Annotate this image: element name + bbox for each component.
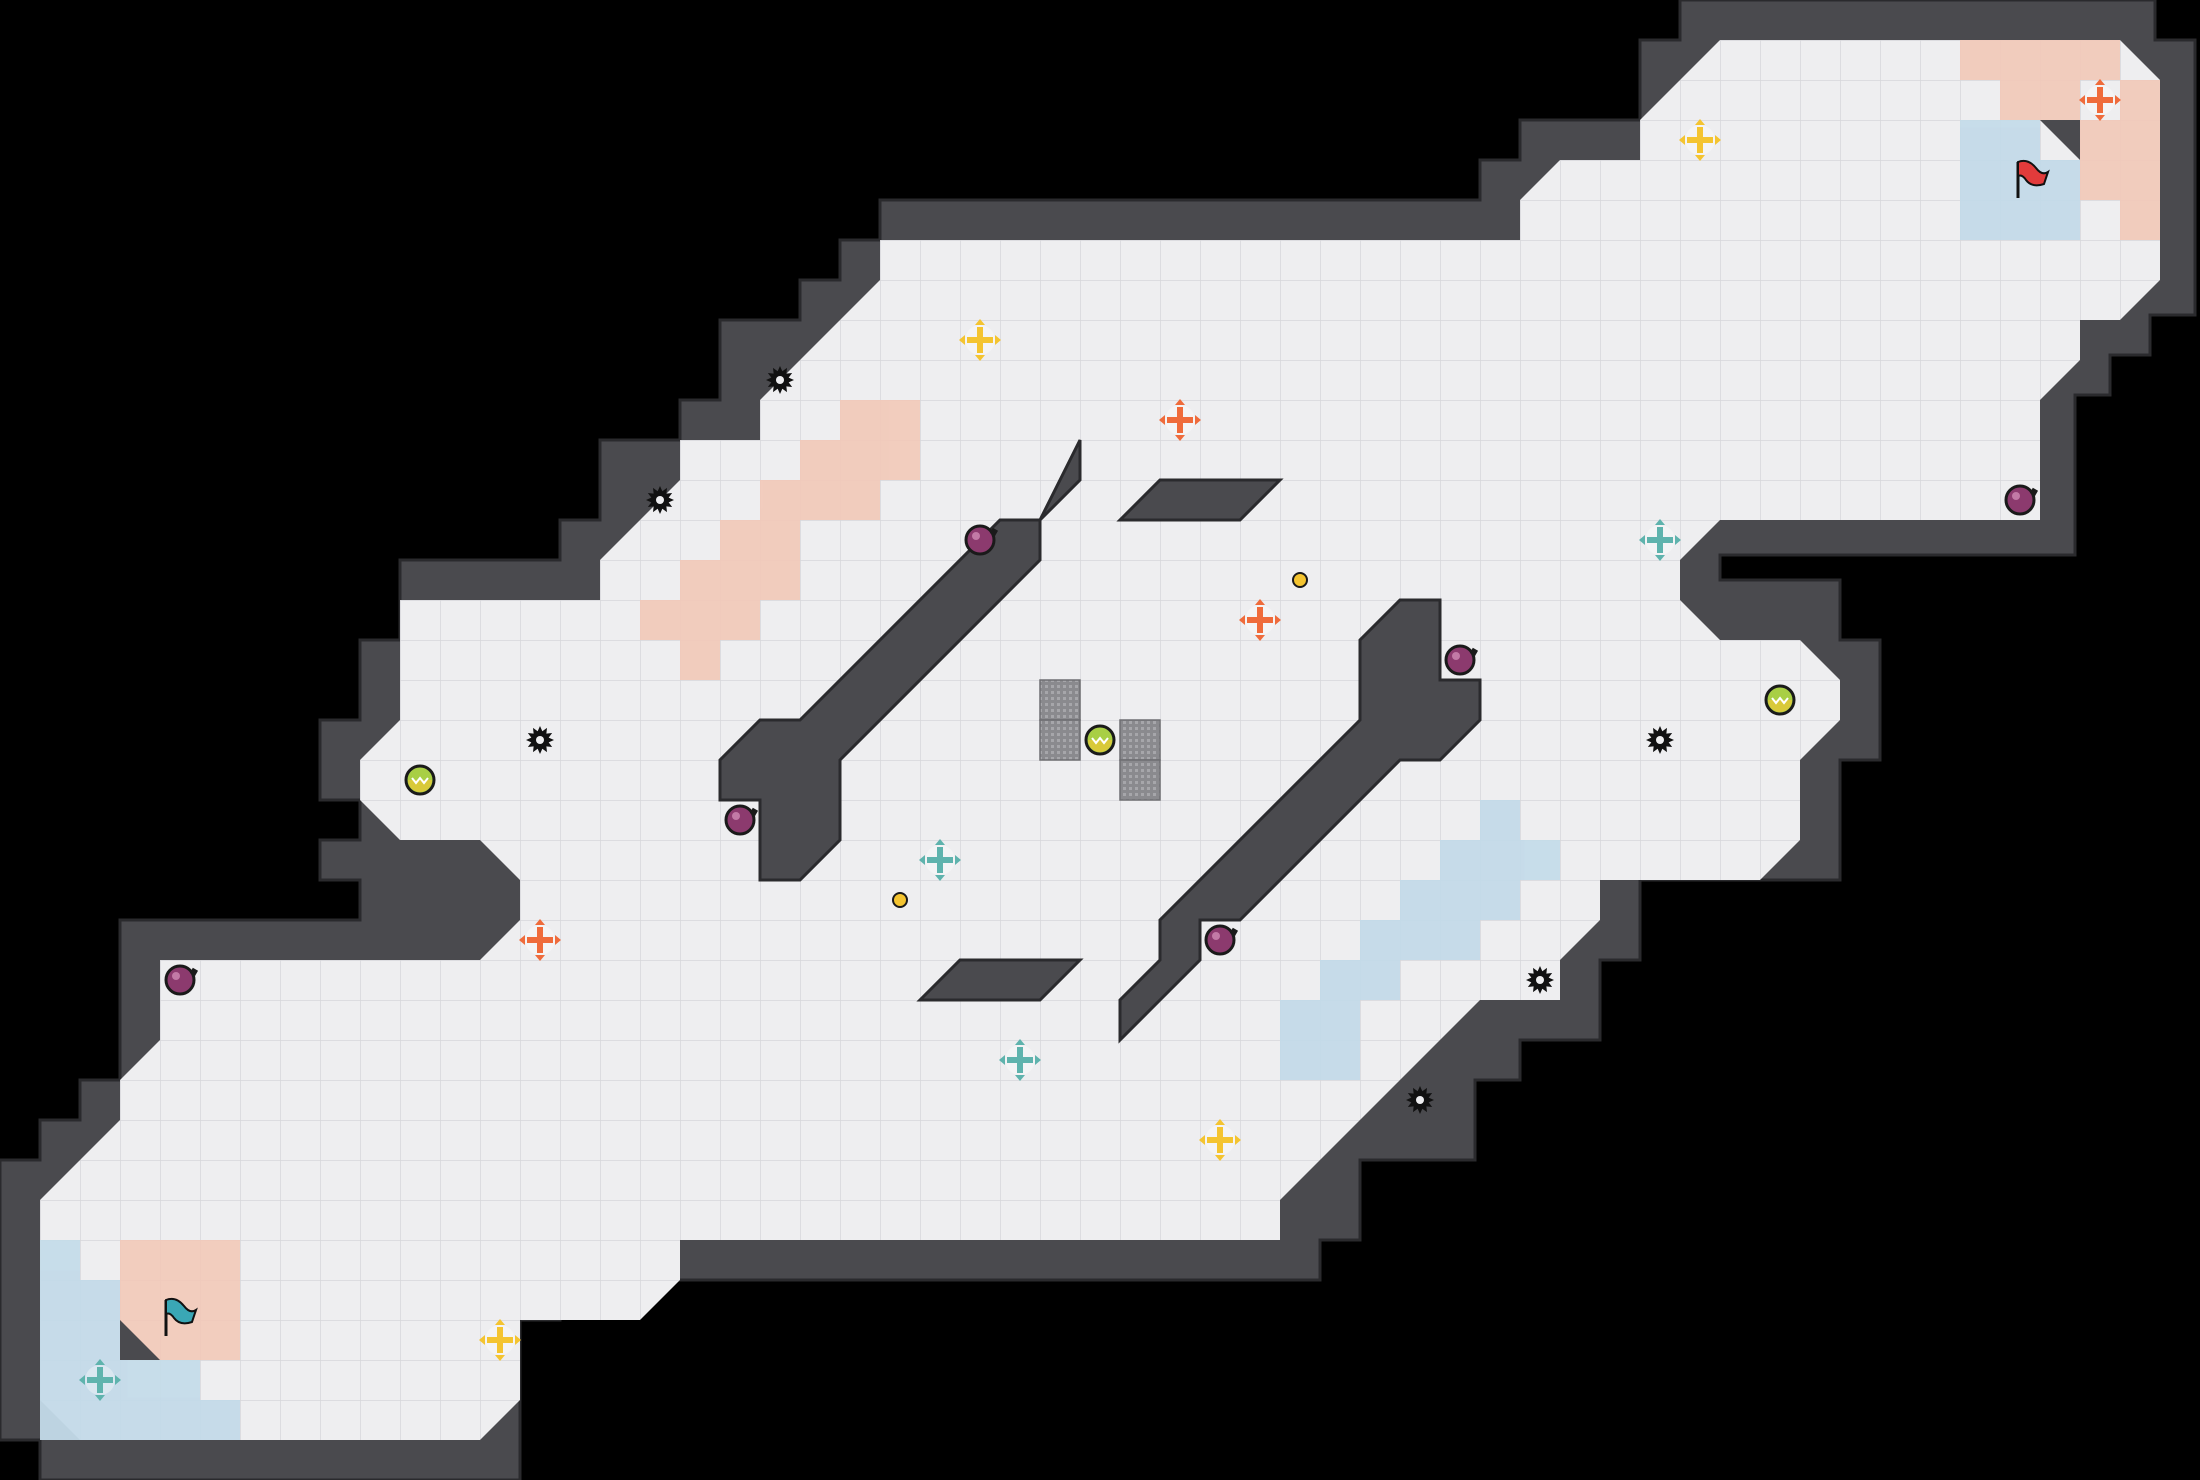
powerup-icon bbox=[1764, 684, 1796, 716]
gate-tile-icon bbox=[1039, 679, 1081, 721]
boosts bbox=[79, 79, 2121, 1401]
corner-wall-bottom-left bbox=[120, 1320, 160, 1360]
red-zone-diagonal bbox=[640, 400, 920, 680]
button-icon bbox=[1292, 572, 1308, 588]
corner-wall-top-right bbox=[2040, 120, 2080, 160]
bomb-icon bbox=[164, 964, 199, 996]
spike-icon bbox=[526, 726, 554, 754]
bomb-icon bbox=[964, 524, 999, 556]
interior-wall-slab-bottom bbox=[916, 958, 1084, 1002]
yellow-boost-icon bbox=[959, 319, 1001, 361]
spike-icon bbox=[646, 486, 674, 514]
blue-boost-icon bbox=[919, 839, 961, 881]
yellow-boost-icon bbox=[479, 1319, 521, 1361]
red-boost-icon bbox=[1239, 599, 1281, 641]
yellow-boost-icon bbox=[1679, 119, 1721, 161]
red-zone-top-right bbox=[1960, 40, 2160, 240]
spike-icon bbox=[1646, 726, 1674, 754]
gate-tiles bbox=[1039, 679, 1161, 801]
blue-flag-icon bbox=[164, 1297, 198, 1336]
spike-icon bbox=[766, 366, 794, 394]
bomb-icon bbox=[1204, 924, 1239, 956]
powerups bbox=[404, 684, 1796, 796]
buttons bbox=[892, 572, 1308, 908]
blue-boost-icon bbox=[1639, 519, 1681, 561]
blue-zone-top-right bbox=[1960, 120, 2080, 240]
interior-wall-right-diagonal bbox=[1118, 598, 1482, 1044]
button-icon bbox=[892, 892, 908, 908]
red-boost-icon bbox=[1159, 399, 1201, 441]
blue-zone-diagonal bbox=[1280, 800, 1560, 1080]
gate-tile-icon bbox=[1039, 719, 1081, 761]
gate-tile-icon bbox=[1119, 719, 1161, 761]
spike-icon bbox=[1526, 966, 1554, 994]
spikes bbox=[526, 366, 1674, 1114]
gate-tile-icon bbox=[1119, 759, 1161, 801]
yellow-boost-icon bbox=[1199, 1119, 1241, 1161]
bomb-icon bbox=[724, 804, 759, 836]
bomb-icon bbox=[2004, 484, 2039, 516]
blue-boost-icon bbox=[999, 1039, 1041, 1081]
blue-boost-icon bbox=[79, 1359, 121, 1401]
red-flag-icon bbox=[2016, 159, 2050, 198]
bomb-icon bbox=[1444, 644, 1479, 676]
red-boost-icon bbox=[2079, 79, 2121, 121]
powerup-icon bbox=[404, 764, 436, 796]
interior-wall-slab-top bbox=[1116, 478, 1284, 522]
spike-icon bbox=[1406, 1086, 1434, 1114]
powerup-icon bbox=[1084, 724, 1116, 756]
red-boost-icon bbox=[519, 919, 561, 961]
bombs bbox=[164, 484, 2039, 996]
